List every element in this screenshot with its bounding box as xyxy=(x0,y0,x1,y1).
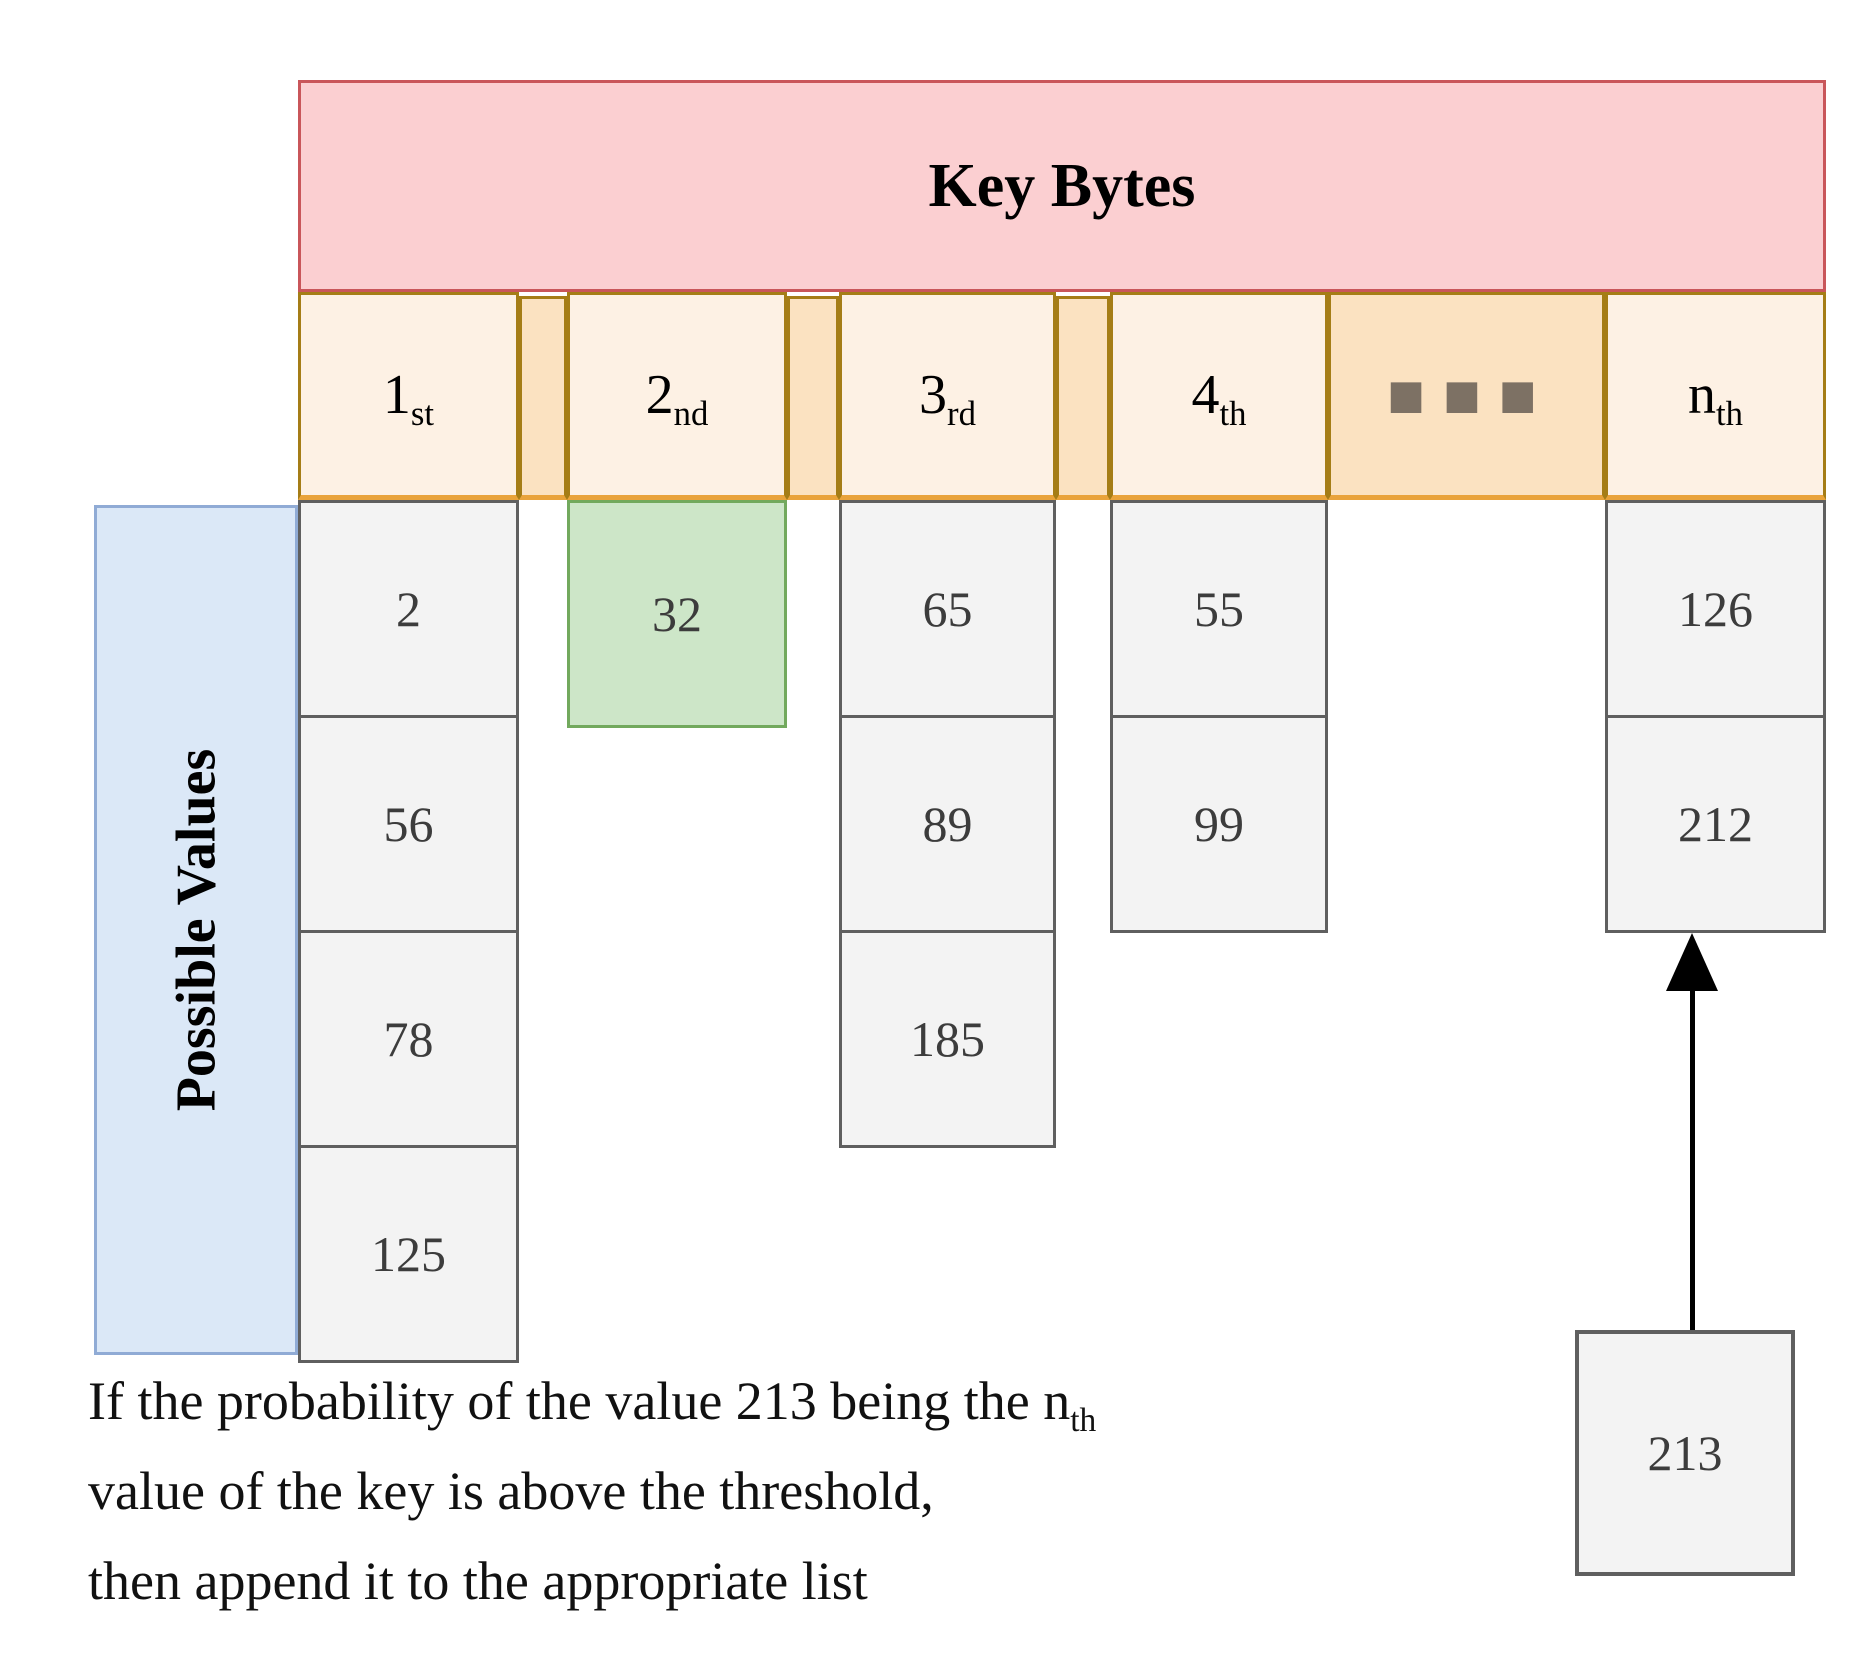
highlighted-value-cell-2nd: 32 xyxy=(567,500,787,728)
header-cell-3rd: 3rd xyxy=(839,292,1056,500)
possible-values-label: Possible Values xyxy=(165,748,227,1112)
value-cell-4th-row1: 55 xyxy=(1110,500,1328,718)
value-cell-3rd-row2: 89 xyxy=(839,715,1056,933)
header-spacer xyxy=(519,296,567,500)
value-cell-nth-row1: 126 xyxy=(1605,500,1826,718)
header-ellipsis-cell: ■■■ xyxy=(1328,292,1605,500)
caption-line-2: value of the key is above the threshold, xyxy=(88,1461,934,1521)
value-cell-1st-row4: 125 xyxy=(298,1145,519,1363)
header-spacer xyxy=(787,296,839,500)
header-spacer xyxy=(1056,296,1110,500)
value-213-box: 213 xyxy=(1575,1330,1795,1576)
value-cell-1st-row3: 78 xyxy=(298,930,519,1148)
value-cell-3rd-row3: 185 xyxy=(839,930,1056,1148)
header-label-4th: 4th xyxy=(1191,364,1247,434)
value-cell-1st-row2: 56 xyxy=(298,715,519,933)
header-label-nth: nth xyxy=(1687,364,1743,434)
value-cell-4th-row2: 99 xyxy=(1110,715,1328,933)
caption: If the probability of the value 213 bein… xyxy=(88,1356,1548,1626)
header-cell-1st: 1st xyxy=(298,292,519,500)
header-label-2nd: 2nd xyxy=(645,364,709,434)
header-cell-4th: 4th xyxy=(1110,292,1328,500)
key-bytes-banner: Key Bytes xyxy=(298,80,1826,292)
value-cell-nth-row2: 212 xyxy=(1605,715,1826,933)
ellipsis-icon: ■■■ xyxy=(1387,372,1555,418)
arrow-line xyxy=(1690,988,1695,1330)
header-label-3rd: 3rd xyxy=(919,364,976,434)
header-cell-2nd: 2nd xyxy=(567,292,787,500)
header-label-1st: 1st xyxy=(382,364,435,434)
value-cell-1st-row1: 2 xyxy=(298,500,519,718)
caption-line-1: If the probability of the value 213 bein… xyxy=(88,1371,1097,1439)
key-bytes-label: Key Bytes xyxy=(928,151,1196,220)
arrow-up-icon xyxy=(1666,933,1718,991)
value-cell-3rd-row1: 65 xyxy=(839,500,1056,718)
possible-values-box: Possible Values xyxy=(94,505,298,1355)
caption-line-3: then append it to the appropriate list xyxy=(88,1551,868,1611)
header-cell-nth: nth xyxy=(1605,292,1826,500)
